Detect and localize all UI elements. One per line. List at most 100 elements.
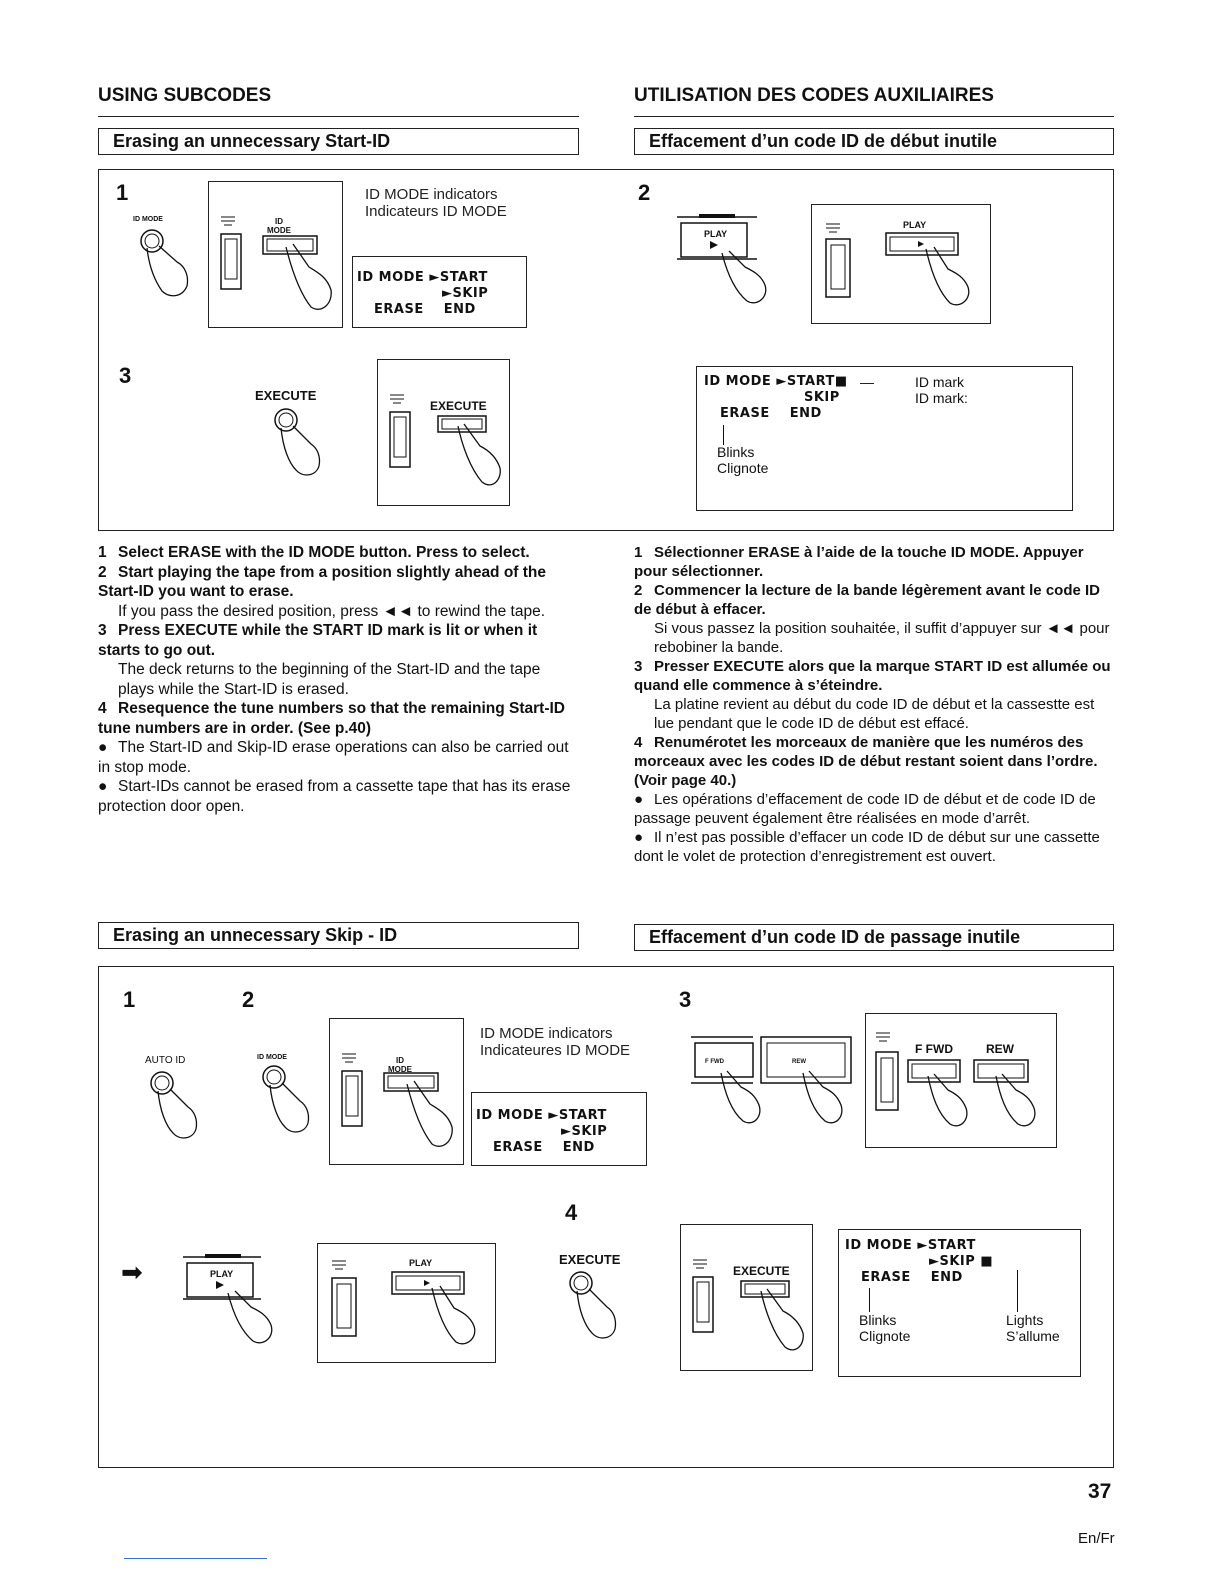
button-label: F FWD [705, 1059, 724, 1065]
divider [634, 116, 1114, 117]
callout-label: Blinks [717, 444, 755, 460]
finger-press-icon [274, 408, 321, 476]
instruction-number: 1 [634, 544, 643, 561]
deck-closeup-frame: EXECUTE [680, 1224, 813, 1371]
instruction-text: Sélectionner ERASE à l’aide de la touche… [634, 544, 1084, 580]
callout-label: ID mark [915, 374, 964, 390]
callout-label: ID mark: [915, 390, 968, 406]
callout-label: Lights [1006, 1312, 1044, 1328]
button-label: PLAY [210, 1269, 234, 1279]
lcd-line: ERASE END [493, 1140, 595, 1155]
lcd-line: ERASE END [861, 1270, 963, 1285]
instruction-text: Start playing the tape from a position s… [98, 563, 547, 601]
step-number: 1 [116, 180, 129, 205]
subsection-header-en: Erasing an unnecessary Skip - ID [98, 922, 579, 949]
step-number: 3 [679, 987, 692, 1012]
button-label: PLAY [903, 220, 927, 230]
deck-closeup-frame: PLAY [317, 1243, 496, 1363]
bullet: ● [98, 739, 108, 756]
step-number: 3 [119, 363, 132, 388]
button-label: AUTO ID [145, 1055, 186, 1066]
button-label: EXECUTE [733, 1264, 790, 1278]
ffwd-rew-buttons-icon [691, 1036, 852, 1124]
step-number: 1 [123, 987, 136, 1012]
callout-label: S’allume [1006, 1328, 1060, 1344]
button-label: EXECUTE [430, 399, 487, 413]
button-label: ID MODE [133, 216, 163, 223]
lcd-line: ERASE END [374, 302, 476, 317]
button-label: EXECUTE [255, 388, 317, 403]
button-label: REW [792, 1059, 806, 1065]
bullet: ● [98, 778, 108, 795]
button-label: PLAY [704, 229, 728, 239]
bullet-text: Il n’est pas possible d’effacer un code … [634, 829, 1100, 865]
arrow-right-icon: ➡ [121, 1257, 143, 1287]
instruction-number: 4 [634, 734, 643, 751]
instruction-text: Presser EXECUTE alors que la marque STAR… [634, 658, 1111, 694]
step-number: 2 [638, 180, 651, 205]
callout-label: Blinks [859, 1312, 897, 1328]
step-number: 4 [565, 1200, 578, 1225]
subsection-header-en: Erasing an unnecessary Start-ID [98, 128, 579, 155]
bullet: ● [634, 829, 644, 846]
instruction-number: 2 [98, 563, 107, 581]
lcd-line: ID MODE ►START [357, 270, 488, 285]
deck-closeup-frame: F FWD REW [865, 1013, 1057, 1148]
button-label: ID MODE [257, 1054, 287, 1061]
deck-closeup-frame: EXECUTE [377, 359, 510, 506]
instruction-number: 3 [634, 658, 643, 675]
callout-label: Clignote [859, 1328, 911, 1344]
instruction-number: 4 [98, 700, 107, 717]
button-label: REW [986, 1042, 1014, 1056]
bullet-text: Start-IDs cannot be erased from a casset… [98, 778, 571, 815]
button-label: PLAY [409, 1258, 433, 1268]
finger-press-icon [140, 229, 189, 297]
button-label: F FWD [915, 1042, 953, 1056]
lcd-line: ►SKIP [561, 1124, 608, 1139]
finger-press-icon [262, 1065, 310, 1133]
play-button-press-icon [183, 1254, 273, 1344]
lcd-line: ID MODE ►START [476, 1108, 607, 1123]
finger-press-icon [150, 1071, 198, 1139]
instruction-note: La platine revient au début du code ID d… [654, 696, 1095, 732]
button-label: EXECUTE [559, 1252, 621, 1267]
lcd-indicator-box: ID MODE ►START ►SKIP ERASE END [471, 1092, 647, 1166]
section-title-en: USING SUBCODES [98, 85, 272, 106]
lcd-line: ►SKIP ■ [929, 1254, 994, 1269]
lcd-line: ►SKIP [442, 286, 489, 301]
step-number: 2 [242, 987, 255, 1012]
bullet-text: Les opérations d’effacement de code ID d… [634, 791, 1096, 827]
instruction-note: If you pass the desired position, press … [118, 602, 546, 620]
lcd-line: SKIP [804, 390, 840, 405]
instruction-text: Resequence the tune numbers so that the … [98, 700, 565, 737]
callout-dash: — [860, 374, 874, 390]
instruction-text: Select ERASE with the ID MODE button. Pr… [118, 544, 530, 561]
callout-line [723, 425, 724, 445]
page-number: 37 [1088, 1480, 1112, 1503]
callout-line [1017, 1270, 1018, 1312]
bullet-text: The Start-ID and Skip-ID erase operation… [98, 739, 569, 776]
instruction-note: Si vous passez la position souhaitée, il… [654, 620, 1110, 656]
callout-label: Clignote [717, 460, 769, 476]
indicator-caption-en: ID MODE indicators [480, 1025, 613, 1042]
instruction-number: 2 [634, 582, 643, 599]
play-button-press-icon [677, 214, 767, 304]
divider [124, 1558, 267, 1559]
instruction-note: The deck returns to the beginning of the… [118, 661, 541, 698]
subsection-header-fr: Effacement d’un code ID de passage inuti… [634, 924, 1114, 951]
lcd-line: ID MODE ►START [845, 1238, 976, 1253]
lcd-indicator-box: ID MODE ►START ►SKIP ERASE END [352, 256, 527, 328]
instruction-text: Renumérotet les morceaux de manière que … [634, 734, 1098, 789]
indicator-caption-fr: Indicateurs ID MODE [365, 203, 507, 220]
instruction-number: 3 [98, 622, 107, 639]
lcd-display-box: ID MODE ►START■ — ID mark SKIP ID mark: … [696, 366, 1073, 511]
indicator-caption-en: ID MODE indicators [365, 186, 498, 203]
divider [98, 116, 579, 117]
